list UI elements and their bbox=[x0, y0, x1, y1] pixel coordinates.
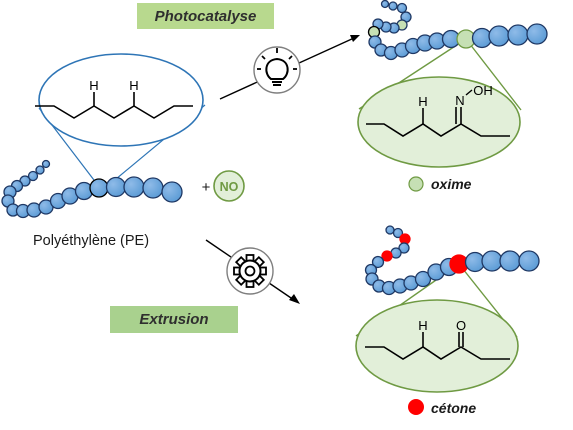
ketone-label: cétone bbox=[431, 400, 477, 416]
photocatalysis-label: Photocatalyse bbox=[137, 3, 274, 29]
pe-zoom bbox=[35, 53, 206, 185]
lightbulb-icon bbox=[253, 46, 301, 94]
oxime-n: N bbox=[455, 93, 464, 108]
pe-h-right: H bbox=[129, 78, 138, 93]
pe-h-left: H bbox=[89, 78, 98, 93]
polyethylene-label: Polyéthylène (PE) bbox=[33, 233, 150, 249]
polymer-bead bbox=[89, 178, 109, 198]
ketone-bead bbox=[381, 250, 393, 262]
polymer-bead bbox=[518, 250, 540, 272]
polymer-bead bbox=[392, 227, 404, 239]
polymer-bead bbox=[385, 225, 395, 235]
polymer-bead bbox=[35, 165, 45, 175]
ketone-o: O bbox=[456, 318, 466, 333]
pe-bead-chain bbox=[1, 159, 183, 219]
oxime-label: oxime bbox=[431, 176, 472, 192]
polymer-bead bbox=[142, 177, 164, 199]
polymer-bead bbox=[388, 1, 398, 11]
polymer-bead bbox=[499, 250, 521, 272]
ketone-h: H bbox=[418, 318, 427, 333]
polymer-bead bbox=[398, 242, 410, 254]
polymer-bead bbox=[488, 25, 510, 47]
oxime-bead-chain bbox=[367, 0, 548, 61]
polymer-bead bbox=[371, 255, 385, 269]
oxime-oh: OH bbox=[473, 83, 493, 98]
extrusion-label: Extrusion bbox=[110, 306, 238, 333]
polymer-bead bbox=[161, 181, 183, 203]
polymer-bead bbox=[414, 270, 432, 288]
polymer-bead bbox=[123, 176, 145, 198]
polymer-bead bbox=[481, 250, 503, 272]
polymer-bead bbox=[396, 2, 408, 14]
no-reagent bbox=[213, 170, 245, 202]
ketone-bead-chain bbox=[364, 225, 540, 296]
ketone-legend-marker bbox=[408, 399, 424, 415]
polymer-bead bbox=[105, 176, 127, 198]
plus-sign: + bbox=[202, 179, 211, 196]
polymer-bead bbox=[41, 159, 51, 169]
polymer-bead bbox=[380, 0, 390, 9]
oxime-h: H bbox=[418, 94, 427, 109]
no-reagent-label: NO bbox=[220, 180, 239, 194]
gear-icon bbox=[226, 247, 274, 295]
oxime-zoom bbox=[357, 38, 522, 168]
polymer-bead bbox=[27, 170, 39, 182]
polymer-bead bbox=[507, 24, 529, 46]
polymer-bead bbox=[526, 23, 548, 45]
oxime-legend-marker bbox=[408, 176, 424, 192]
